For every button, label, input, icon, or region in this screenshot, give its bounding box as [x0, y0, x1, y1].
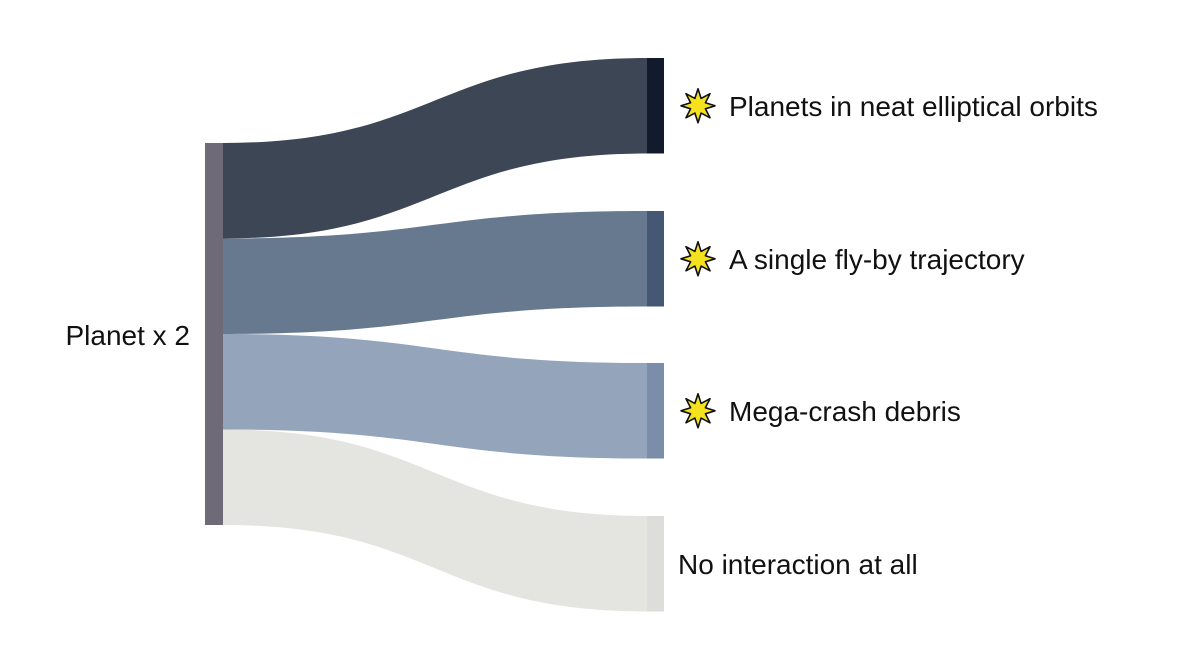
- flow-link: [223, 429, 647, 612]
- flow-nodes: [205, 58, 664, 612]
- flow-labels: Planets in neat elliptical orbits A singl…: [678, 88, 1098, 580]
- source-node: [205, 143, 223, 525]
- target-node-label: Mega-crash debris: [729, 396, 961, 427]
- target-node: [647, 58, 664, 154]
- star-burst-icon: [680, 392, 716, 429]
- flow-links: [223, 58, 647, 612]
- flow-link: [223, 211, 647, 334]
- source-node-label: Planet x 2: [65, 320, 190, 351]
- star-burst-icon: [680, 241, 716, 277]
- flow-link: [223, 334, 647, 459]
- star-burst-icon: [680, 88, 716, 124]
- target-node: [647, 363, 664, 459]
- target-node-label: No interaction at all: [678, 549, 918, 580]
- target-node: [647, 211, 664, 307]
- target-node-label: Planets in neat elliptical orbits: [729, 91, 1098, 122]
- target-node-label: A single fly-by trajectory: [729, 244, 1025, 275]
- flow-link: [223, 58, 647, 239]
- target-node: [647, 516, 664, 612]
